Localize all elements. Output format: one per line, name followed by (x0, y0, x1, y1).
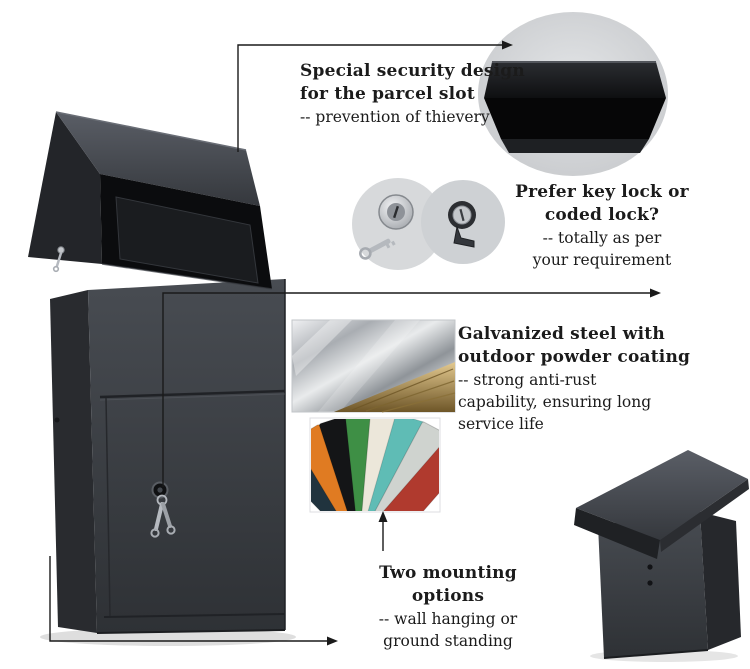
closeup-slot-flap (484, 62, 666, 98)
key-bow-2 (166, 525, 176, 535)
parcel-slot-flap (115, 196, 259, 284)
box-left-side-panel (50, 290, 97, 633)
roof-key-bow (52, 265, 60, 273)
door-lock-with-keys (150, 481, 176, 538)
box-bottom-edge (96, 629, 286, 634)
roof-side-key (52, 246, 65, 273)
steel-sheen-2 (318, 320, 420, 412)
security-heading-line-1: Special security design (300, 61, 525, 81)
steel-stack-line-3 (381, 392, 456, 413)
standing-box-lid-right (660, 479, 749, 552)
standing-box-lid-top (576, 450, 748, 540)
color-fan (311, 419, 439, 511)
hood-lip-edge (101, 263, 273, 290)
side-hole-dot (54, 417, 60, 423)
steel-body-line-2: capability, ensuring long (458, 393, 652, 411)
door-top-highlight (99, 393, 286, 401)
loose-key-tooth-1 (385, 243, 391, 249)
security-callout-text: Special security design for the parcel s… (300, 60, 540, 128)
steel-body-line-1: -- strong anti-rust (458, 371, 597, 389)
steel-heading-line-1: Galvanized steel with (458, 324, 665, 344)
mounting-callout-text: Two mounting options -- wall hanging or … (346, 562, 550, 652)
standing-box-lid-front (574, 508, 660, 559)
steel-stack-gold-edge (334, 362, 455, 412)
loose-key (359, 238, 396, 260)
door-top-seam (99, 389, 286, 399)
coating-colors-photo (309, 417, 441, 513)
standing-box-hole-1 (647, 564, 653, 570)
security-arrowhead (502, 40, 513, 50)
lock-heading-line-1: Prefer key lock or (515, 182, 689, 202)
door-key-lock-core (157, 487, 163, 493)
steel-stack-line-2 (365, 380, 455, 412)
security-callout-line (237, 44, 502, 152)
roof-key-blade (55, 251, 63, 268)
loose-key-tooth-2 (391, 240, 396, 246)
mounting-body-line-1: -- wall hanging or (378, 610, 518, 628)
lock-callout-text: Prefer key lock or coded lock? -- totall… (506, 181, 698, 271)
key-lock-keyhole (393, 205, 399, 219)
mounting-body-line-2: ground standing (383, 632, 513, 650)
lock-callout-line (162, 292, 650, 487)
closeup-slot-cavity (484, 98, 666, 139)
loose-key-bow (359, 247, 372, 260)
color-card (363, 435, 439, 511)
security-heading-line-2: for the parcel slot (300, 84, 475, 104)
steel-stack-line-1 (351, 368, 454, 411)
roof-top-panel (56, 112, 260, 206)
hanging-key-2 (161, 502, 172, 528)
door-bottom-seam (103, 613, 286, 618)
standing-box-bottom-edge (603, 649, 709, 659)
mounting-callout-line (49, 556, 327, 642)
coating-arrowhead (378, 511, 388, 522)
key-bow-1 (150, 528, 160, 538)
slot-closeup-photo (478, 12, 668, 176)
galvanized-steel-photo (291, 319, 456, 413)
lock-arrowhead (650, 288, 661, 298)
steel-callout-text: Galvanized steel with outdoor powder coa… (458, 323, 706, 435)
standing-box-hole-2 (647, 580, 653, 586)
security-body-line-1: -- prevention of thievery (300, 108, 490, 126)
mounting-heading-line-1: Two mounting options (379, 563, 517, 606)
lock-options-photo (352, 178, 505, 270)
mounting-arrowhead (327, 636, 338, 646)
cam-lock-keyhole (459, 208, 465, 222)
cam-lock-lever (453, 225, 475, 248)
lock-heading-line-2: coded lock? (544, 205, 660, 225)
roof-left-gable (28, 112, 102, 264)
steel-heading-line-2: outdoor powder coating (458, 347, 691, 367)
steel-body-line-3: service life (458, 415, 544, 433)
roof-ridge-highlight (55, 111, 247, 151)
door-left-seam (105, 397, 111, 617)
closeup-slot-lip (501, 139, 649, 153)
parcel-box-photo (28, 111, 296, 646)
callout-lines (49, 40, 661, 646)
standing-box-side (700, 512, 741, 650)
standing-box-photo (574, 450, 749, 662)
loose-key-blade (368, 238, 391, 254)
box-front-panel (88, 279, 285, 633)
hanging-key-1 (154, 502, 164, 531)
lock-body-line-2: your requirement (532, 251, 672, 269)
steel-sheen-1 (292, 320, 352, 376)
lock-body-line-1: -- totally as per (542, 229, 662, 247)
standing-box-front (598, 512, 708, 658)
